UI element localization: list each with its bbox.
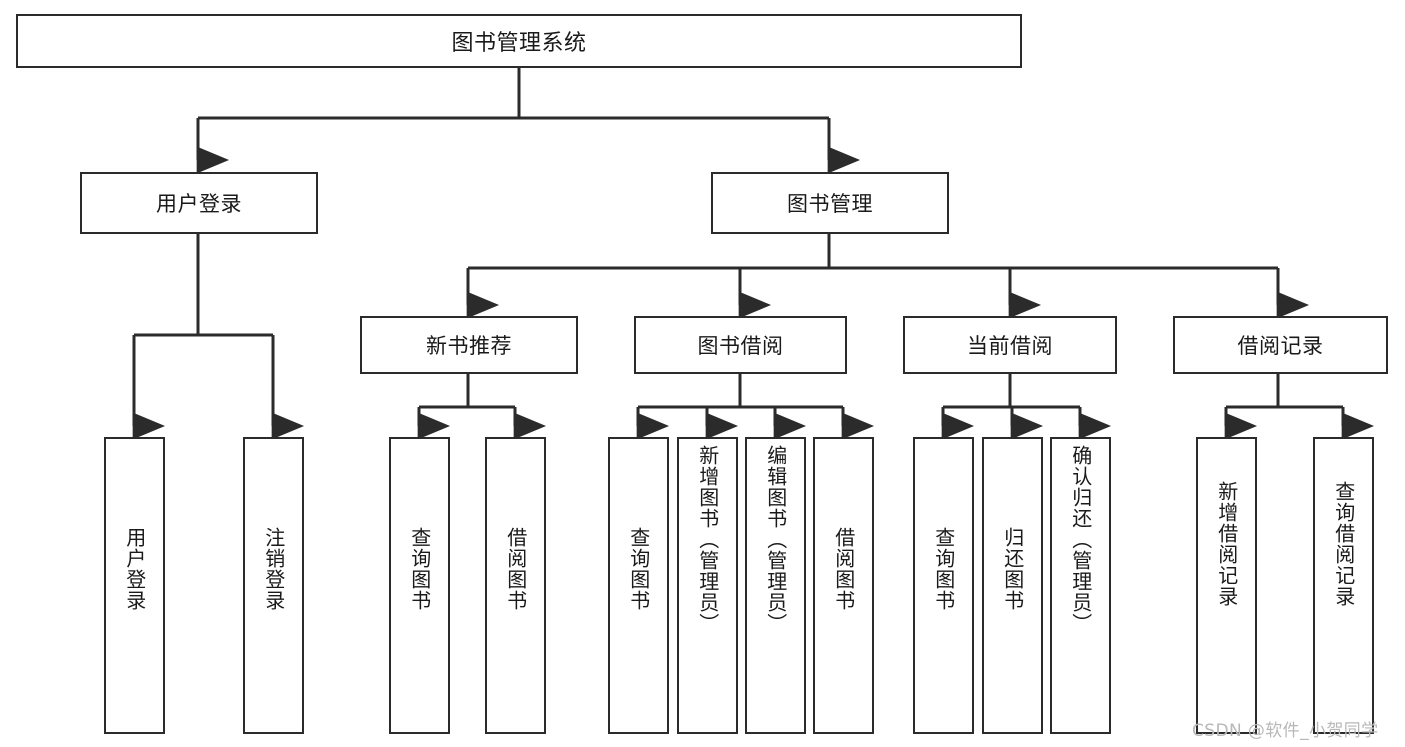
node-leaf-query-book-borrow[interactable]: 查询图书 bbox=[608, 437, 669, 734]
node-leaf-add-borrow-record-label: 新增借阅记录 bbox=[1214, 481, 1239, 607]
node-leaf-query-book-recommend[interactable]: 查询图书 bbox=[389, 437, 450, 734]
node-leaf-query-book-recommend-label: 查询图书 bbox=[407, 527, 432, 611]
node-leaf-borrow-book[interactable]: 借阅图书 bbox=[813, 437, 874, 734]
node-borrow-record[interactable]: 借阅记录 bbox=[1173, 316, 1388, 374]
node-leaf-logout[interactable]: 注销登录 bbox=[243, 437, 304, 734]
node-user-login[interactable]: 用户登录 bbox=[80, 172, 318, 234]
node-leaf-logout-label: 注销登录 bbox=[261, 527, 286, 611]
node-current-borrow[interactable]: 当前借阅 bbox=[903, 316, 1117, 374]
node-leaf-add-book-label: 新增图书（管理员） bbox=[695, 445, 720, 634]
node-leaf-add-book[interactable]: 新增图书（管理员） bbox=[677, 437, 738, 734]
node-leaf-user-login-label: 用户登录 bbox=[122, 527, 147, 611]
node-leaf-query-borrow-record-label: 查询借阅记录 bbox=[1331, 481, 1356, 607]
node-leaf-return-book-label: 归还图书 bbox=[1000, 527, 1025, 611]
node-leaf-user-login[interactable]: 用户登录 bbox=[104, 437, 165, 734]
node-book-borrow[interactable]: 图书借阅 bbox=[634, 316, 847, 374]
node-leaf-query-book-current[interactable]: 查询图书 bbox=[913, 437, 974, 734]
node-borrow-record-label: 借阅记录 bbox=[1237, 334, 1324, 358]
node-leaf-query-book-borrow-label: 查询图书 bbox=[626, 527, 651, 611]
node-new-book-recommend[interactable]: 新书推荐 bbox=[360, 316, 578, 374]
node-leaf-confirm-return-label: 确认归还（管理员） bbox=[1068, 445, 1093, 634]
node-root[interactable]: 图书管理系统 bbox=[16, 14, 1022, 68]
node-leaf-return-book[interactable]: 归还图书 bbox=[982, 437, 1043, 734]
node-leaf-borrow-book-label: 借阅图书 bbox=[831, 527, 856, 611]
node-leaf-add-borrow-record[interactable]: 新增借阅记录 bbox=[1196, 437, 1257, 734]
node-current-borrow-label: 当前借阅 bbox=[967, 334, 1053, 358]
node-root-label: 图书管理系统 bbox=[451, 31, 587, 56]
node-user-login-label: 用户登录 bbox=[156, 192, 242, 216]
node-leaf-query-book-current-label: 查询图书 bbox=[931, 527, 956, 611]
node-new-book-recommend-label: 新书推荐 bbox=[426, 334, 512, 358]
node-book-borrow-label: 图书借阅 bbox=[697, 334, 784, 358]
node-leaf-edit-book[interactable]: 编辑图书（管理员） bbox=[745, 437, 806, 734]
node-leaf-query-borrow-record[interactable]: 查询借阅记录 bbox=[1313, 437, 1374, 734]
csdn-watermark: CSDN @软件_小贺同学 bbox=[1192, 721, 1379, 741]
node-leaf-edit-book-label: 编辑图书（管理员） bbox=[763, 445, 788, 634]
node-book-manage-label: 图书管理 bbox=[787, 192, 873, 216]
node-leaf-borrow-book-recommend[interactable]: 借阅图书 bbox=[485, 437, 546, 734]
node-leaf-borrow-book-recommend-label: 借阅图书 bbox=[503, 527, 528, 611]
node-book-manage[interactable]: 图书管理 bbox=[711, 172, 949, 234]
node-leaf-confirm-return[interactable]: 确认归还（管理员） bbox=[1050, 437, 1111, 734]
